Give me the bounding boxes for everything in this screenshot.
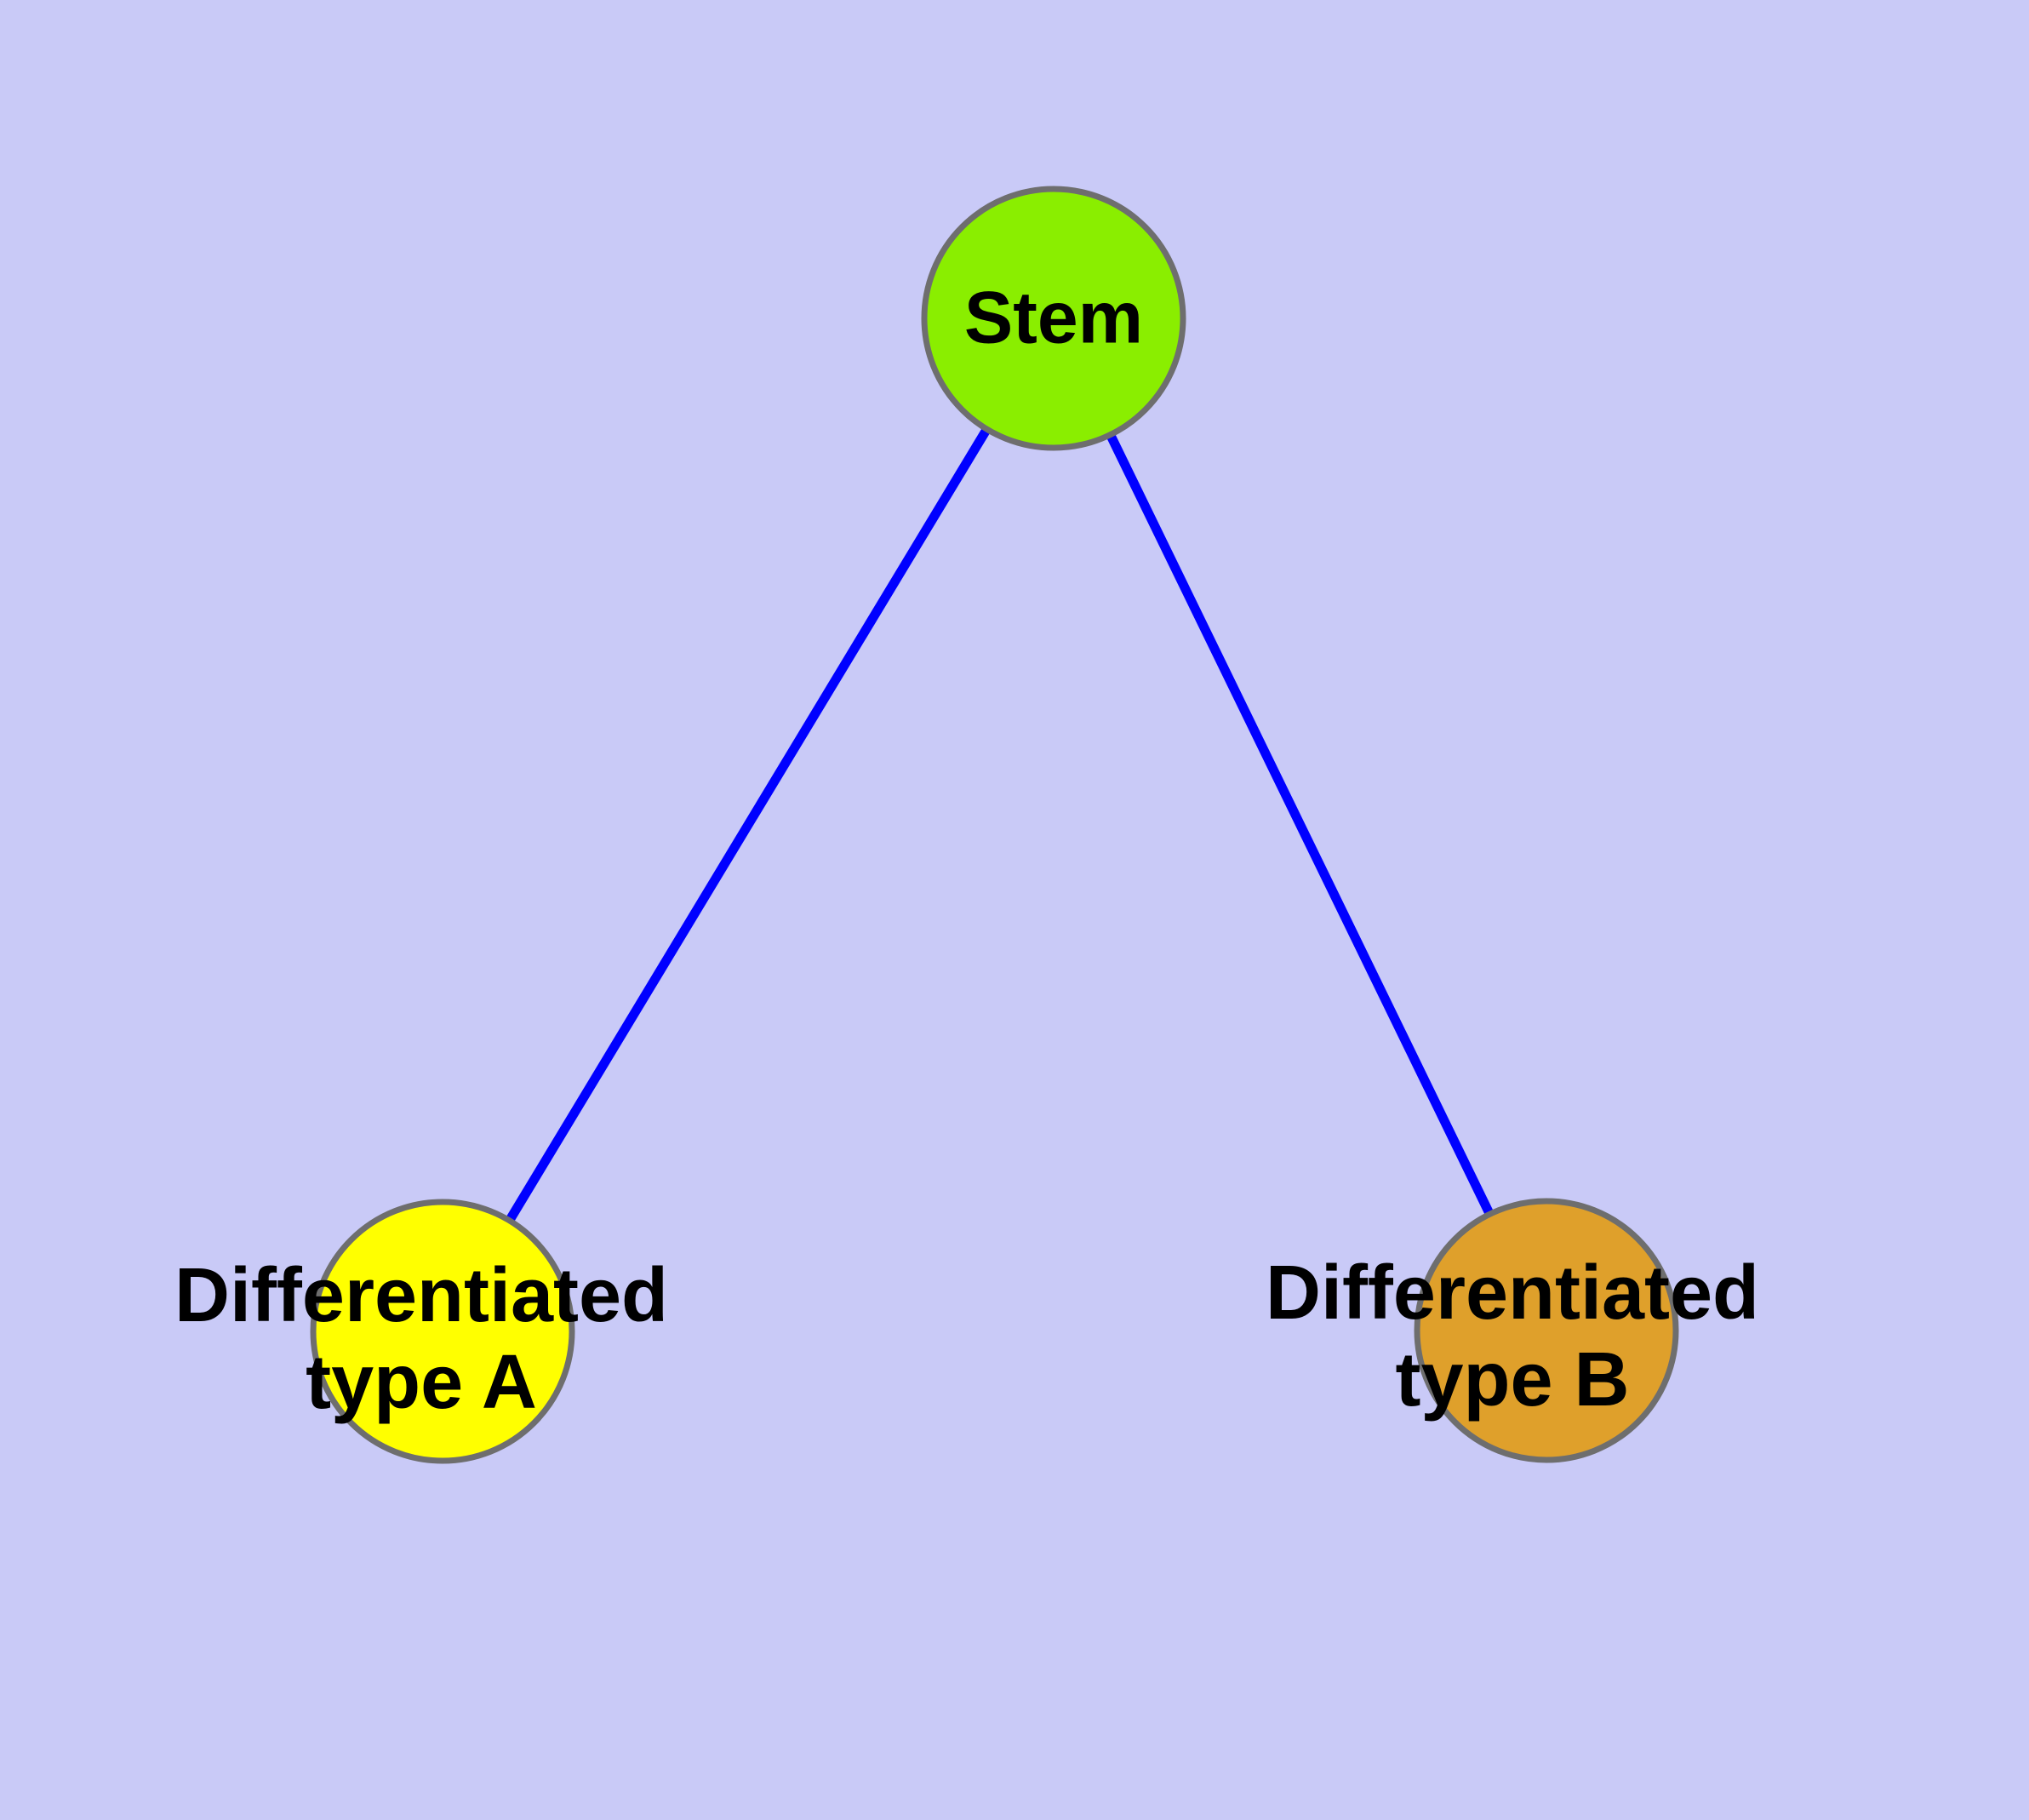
edge-stem-to-diff-b[interactable] [1106,434,1494,1215]
node-stem-circle[interactable] [921,186,1186,451]
node-diff-a-label-line2: type A [306,1340,537,1425]
edge-stem-to-diff-a[interactable] [506,428,991,1222]
node-stem-label: Stem [964,278,1143,359]
edges-layer [506,428,1494,1222]
node-diff-a-circle[interactable] [310,1199,575,1464]
node-diff-a-label-line1: Differentiated [174,1253,668,1338]
labels-layer: Stem Differentiated type A Differentiate… [174,278,1759,1425]
nodes-layer [310,186,1679,1464]
node-diff-b-circle[interactable] [1414,1198,1679,1463]
node-diff-b-label-line2: type B [1395,1337,1629,1422]
node-diff-b-label-line1: Differentiated [1266,1251,1759,1336]
